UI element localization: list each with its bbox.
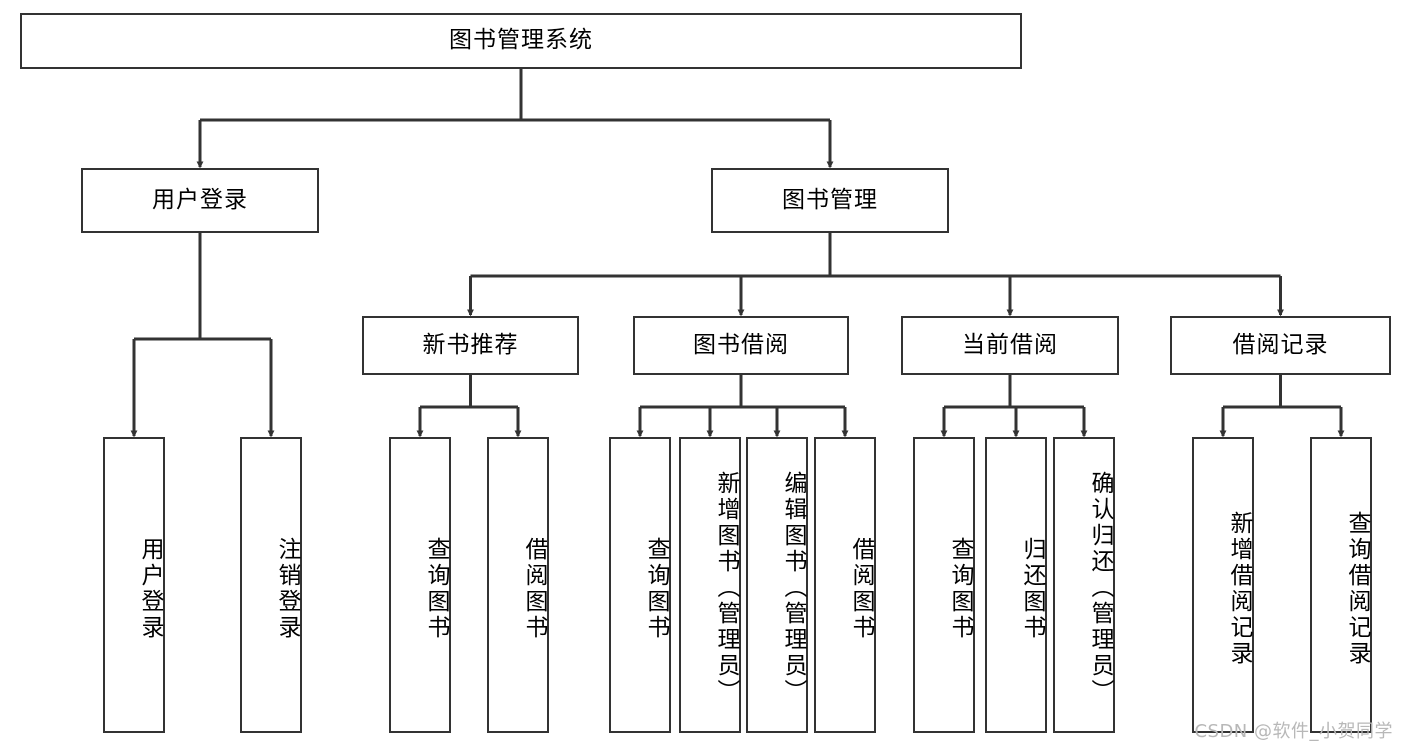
node-user-login[interactable]: 用户登录 [81,168,319,233]
node-label: 归还图书 [1019,537,1045,641]
csdn-watermark: CSDN @软件_小贺同学 [1194,721,1393,742]
node-leaf-query-book-1[interactable]: 查询图书 [389,437,451,733]
node-label: 新增图书（管理员） [713,471,739,705]
node-label: 确认归还（管理员） [1087,471,1113,705]
node-leaf-query-book-3[interactable]: 查询图书 [913,437,975,733]
node-book-management[interactable]: 图书管理 [711,168,949,233]
node-label: 当前借阅 [962,331,1058,358]
node-leaf-edit-book-admin[interactable]: 编辑图书（管理员） [746,437,808,733]
node-leaf-add-book-admin[interactable]: 新增图书（管理员） [679,437,741,733]
node-label: 图书管理系统 [449,27,593,54]
node-label: 用户登录 [152,186,248,213]
node-label: 图书借阅 [693,331,789,358]
node-label: 用户登录 [137,537,163,641]
node-label: 借阅记录 [1232,331,1329,358]
node-label: 编辑图书（管理员） [780,471,806,705]
node-root-library-system[interactable]: 图书管理系统 [20,13,1022,69]
node-label: 新增借阅记录 [1226,511,1252,667]
node-leaf-query-book-2[interactable]: 查询图书 [609,437,671,733]
node-label: 图书管理 [782,186,878,213]
node-new-book-recommend[interactable]: 新书推荐 [362,316,579,375]
node-label: 借阅图书 [521,537,547,641]
node-book-borrow[interactable]: 图书借阅 [633,316,849,375]
node-leaf-query-borrow-record[interactable]: 查询借阅记录 [1310,437,1372,733]
node-leaf-borrow-book-2[interactable]: 借阅图书 [814,437,876,733]
node-leaf-return-book[interactable]: 归还图书 [985,437,1047,733]
node-label: 注销登录 [274,537,300,641]
node-label: 借阅图书 [848,537,874,641]
node-label: 查询图书 [643,537,669,641]
node-leaf-user-login[interactable]: 用户登录 [103,437,165,733]
node-leaf-confirm-return-admin[interactable]: 确认归还（管理员） [1053,437,1115,733]
node-current-borrow[interactable]: 当前借阅 [901,316,1119,375]
node-borrow-record[interactable]: 借阅记录 [1170,316,1391,375]
node-label: 新书推荐 [422,331,519,358]
node-leaf-add-borrow-record[interactable]: 新增借阅记录 [1192,437,1254,733]
node-leaf-user-logout[interactable]: 注销登录 [240,437,302,733]
node-leaf-borrow-book-1[interactable]: 借阅图书 [487,437,549,733]
node-label: 查询图书 [423,537,449,641]
node-label: 查询图书 [947,537,973,641]
node-label: 查询借阅记录 [1344,511,1370,667]
